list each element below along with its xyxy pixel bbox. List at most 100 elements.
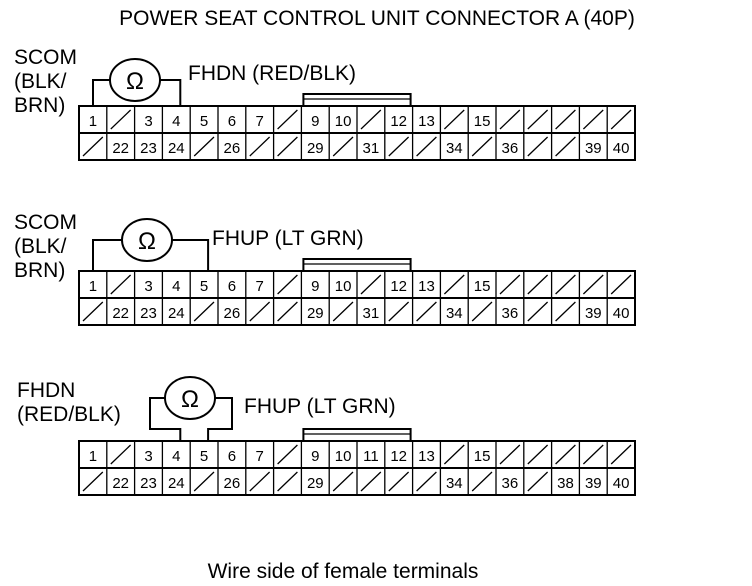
pin-number: 29 [307, 305, 324, 322]
unused-cavity [527, 136, 549, 157]
pin-number: 5 [200, 448, 208, 465]
pin-number: 15 [474, 448, 491, 465]
unused-cavity [360, 274, 382, 295]
unused-cavity [82, 136, 104, 157]
left-wire-label: SCOM [14, 46, 77, 69]
pin-number: 15 [474, 113, 491, 130]
right-wire-label: FHDN (RED/BLK) [188, 62, 356, 85]
unused-cavity [332, 471, 354, 492]
unused-cavity [471, 136, 493, 157]
pin-number: 36 [502, 475, 519, 492]
unused-cavity [555, 274, 576, 295]
left-wire-label: BRN) [14, 259, 65, 282]
unused-cavity [443, 274, 465, 295]
unused-cavity [82, 301, 104, 322]
pin-number: 23 [140, 140, 157, 157]
unused-cavity [277, 109, 298, 130]
pin-number: 12 [390, 278, 407, 295]
pin-number: 12 [390, 448, 407, 465]
pin-number: 1 [89, 113, 97, 130]
pin-number: 22 [112, 140, 129, 157]
unused-cavity [332, 301, 354, 322]
ohm-symbol: Ω [126, 68, 144, 95]
pin-number: 26 [224, 305, 241, 322]
unused-cavity [193, 136, 215, 157]
pin-number: 7 [256, 278, 264, 295]
pin-number: 9 [311, 278, 319, 295]
pin-number: 9 [311, 448, 319, 465]
unused-cavity [610, 109, 632, 130]
unused-cavity [499, 109, 521, 130]
unused-cavity [277, 136, 298, 157]
left-wire-label: (BLK/ [14, 235, 67, 258]
pin-number: 13 [418, 278, 435, 295]
pin-number: 24 [168, 475, 185, 492]
pin-number: 26 [224, 475, 241, 492]
caption: Wire side of female terminals [208, 560, 479, 583]
right-wire-label: FHUP (LT GRN) [244, 395, 396, 418]
unused-cavity [416, 301, 437, 322]
unused-cavity [249, 471, 271, 492]
pin-number: 5 [200, 113, 208, 130]
unused-cavity [499, 444, 521, 465]
pin-number: 38 [557, 475, 574, 492]
unused-cavity [555, 444, 576, 465]
pin-number: 31 [363, 305, 380, 322]
unused-cavity [499, 274, 521, 295]
unused-cavity [416, 136, 437, 157]
left-wire-label: (RED/BLK) [17, 403, 121, 426]
unused-cavity [416, 471, 437, 492]
unused-cavity [471, 301, 493, 322]
pin-number: 34 [446, 475, 463, 492]
unused-cavity [110, 274, 132, 295]
unused-cavity [388, 301, 410, 322]
pin-number: 3 [144, 278, 152, 295]
left-wire-label: FHDN [17, 379, 75, 402]
unused-cavity [193, 301, 215, 322]
pin-number: 23 [140, 305, 157, 322]
unused-cavity [527, 301, 549, 322]
pin-number: 39 [585, 305, 602, 322]
pin-number: 10 [335, 278, 352, 295]
unused-cavity [277, 471, 298, 492]
pin-number: 24 [168, 140, 185, 157]
pin-number: 4 [172, 448, 180, 465]
pin-number: 29 [307, 140, 324, 157]
diagram-title: POWER SEAT CONTROL UNIT CONNECTOR A (40P… [119, 7, 635, 30]
pin-number: 9 [311, 113, 319, 130]
pin-number: 4 [172, 278, 180, 295]
pin-number: 36 [502, 305, 519, 322]
pin-number: 11 [363, 448, 379, 465]
pin-number: 4 [172, 113, 180, 130]
unused-cavity [277, 274, 298, 295]
pin-number: 24 [168, 305, 185, 322]
ohm-symbol: Ω [138, 228, 156, 255]
unused-cavity [582, 109, 604, 130]
unused-cavity [582, 444, 604, 465]
pin-number: 7 [256, 448, 264, 465]
pin-number: 40 [613, 475, 630, 492]
unused-cavity [110, 444, 132, 465]
pin-number: 31 [363, 140, 380, 157]
left-wire-label: BRN) [14, 94, 65, 117]
pin-number: 10 [335, 448, 352, 465]
pin-number: 3 [144, 448, 152, 465]
unused-cavity [527, 471, 549, 492]
right-wire-label: FHUP (LT GRN) [212, 227, 364, 250]
pin-number: 40 [613, 140, 630, 157]
pin-number: 29 [307, 475, 324, 492]
unused-cavity [527, 274, 549, 295]
pin-number: 6 [228, 448, 236, 465]
unused-cavity [610, 274, 632, 295]
pin-number: 7 [256, 113, 264, 130]
unused-cavity [193, 471, 215, 492]
unused-cavity [82, 471, 104, 492]
unused-cavity [443, 444, 465, 465]
pin-number: 1 [89, 278, 97, 295]
unused-cavity [360, 471, 382, 492]
pin-number: 22 [112, 305, 129, 322]
pin-number: 5 [200, 278, 208, 295]
unused-cavity [555, 136, 576, 157]
unused-cavity [582, 274, 604, 295]
